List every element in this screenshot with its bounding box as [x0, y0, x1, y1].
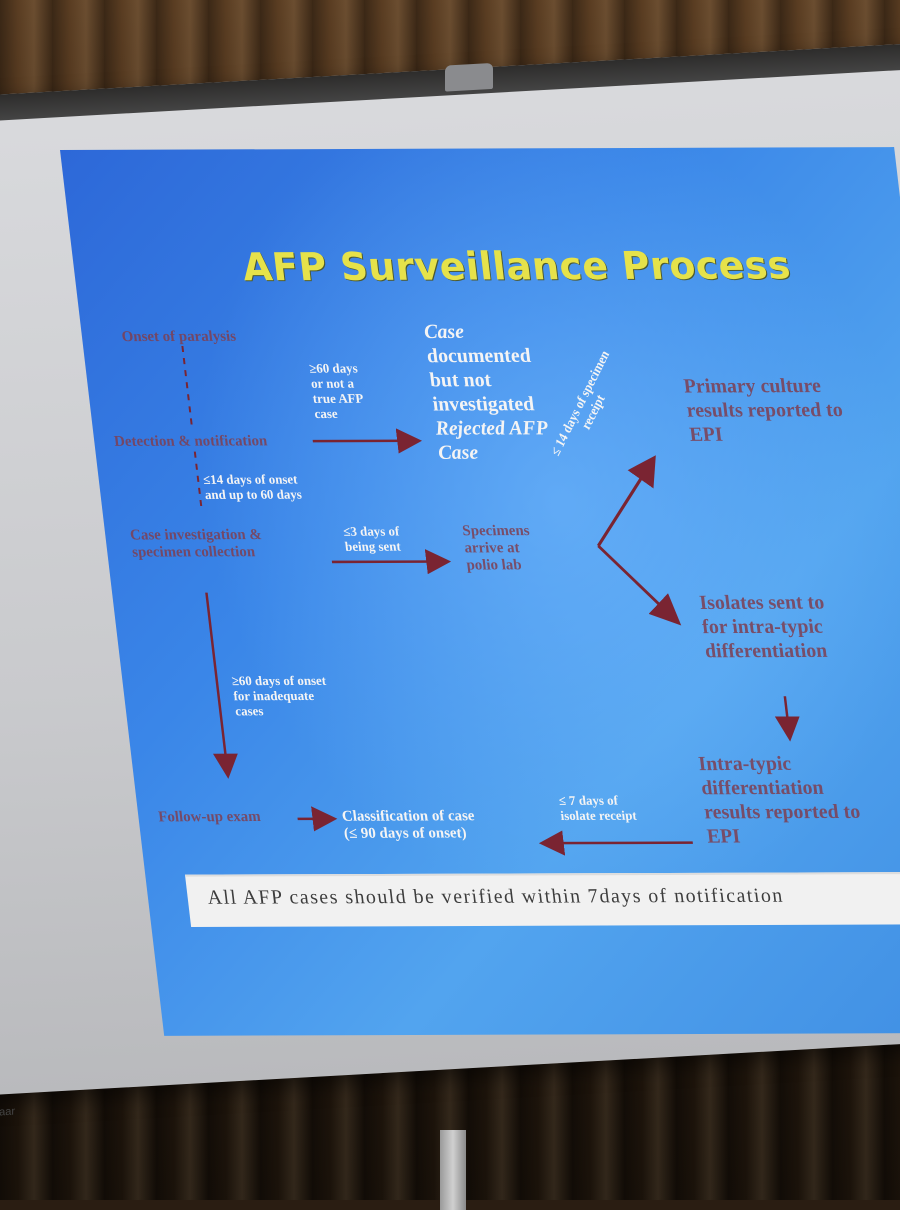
arrow-onset-to-detection	[182, 346, 191, 427]
screen-mount-bracket	[445, 63, 493, 92]
arrow-isolates-to-itd	[785, 696, 790, 736]
slide-title: AFP Surveillance Process	[240, 243, 801, 289]
edge-label-over60: ≥60 days or not a true AFP case	[308, 360, 404, 421]
node-investigation: Case investigation & specimen collection	[129, 527, 332, 562]
node-classification: Classification of case (≤ 90 days of ons…	[341, 808, 563, 843]
node-followup: Follow-up exam	[157, 809, 298, 827]
footer-note: All AFP cases should be verified within …	[206, 884, 900, 910]
presentation-slide: AFP Surveillance Process Onset of paraly…	[60, 147, 900, 1036]
arrow-itd-to-classification	[544, 843, 693, 844]
edge-label-onset60: ≥60 days of onset for inadequate cases	[231, 673, 385, 719]
arrow-detection-to-investigation	[195, 452, 202, 507]
screen-stand	[440, 1130, 466, 1210]
edge-label-within14: ≤14 days of onset and up to 60 days	[202, 471, 364, 502]
edge-label-within3: ≤3 days of being sent	[342, 523, 455, 554]
node-detection: Detection & notification	[113, 433, 314, 451]
node-isolates: Isolates sent to for intra-typic differe…	[698, 590, 900, 663]
arrow-specimens-to-primary	[588, 460, 663, 546]
arrow-specimens-to-isolates	[598, 546, 676, 622]
node-onset: Onset of paralysis	[121, 328, 282, 346]
arrow-investigation-to-followup	[206, 593, 227, 774]
screen-brand-label: maar	[0, 1104, 50, 1127]
edge-label-isolate7: ≤ 7 days of isolate receipt	[558, 792, 681, 823]
node-specimens: Specimens arrive at polio lab	[462, 523, 577, 575]
node-primary-culture: Primary culture results reported to EPI	[682, 374, 900, 447]
node-itd-results: Intra-typic differentiation results repo…	[697, 751, 900, 848]
